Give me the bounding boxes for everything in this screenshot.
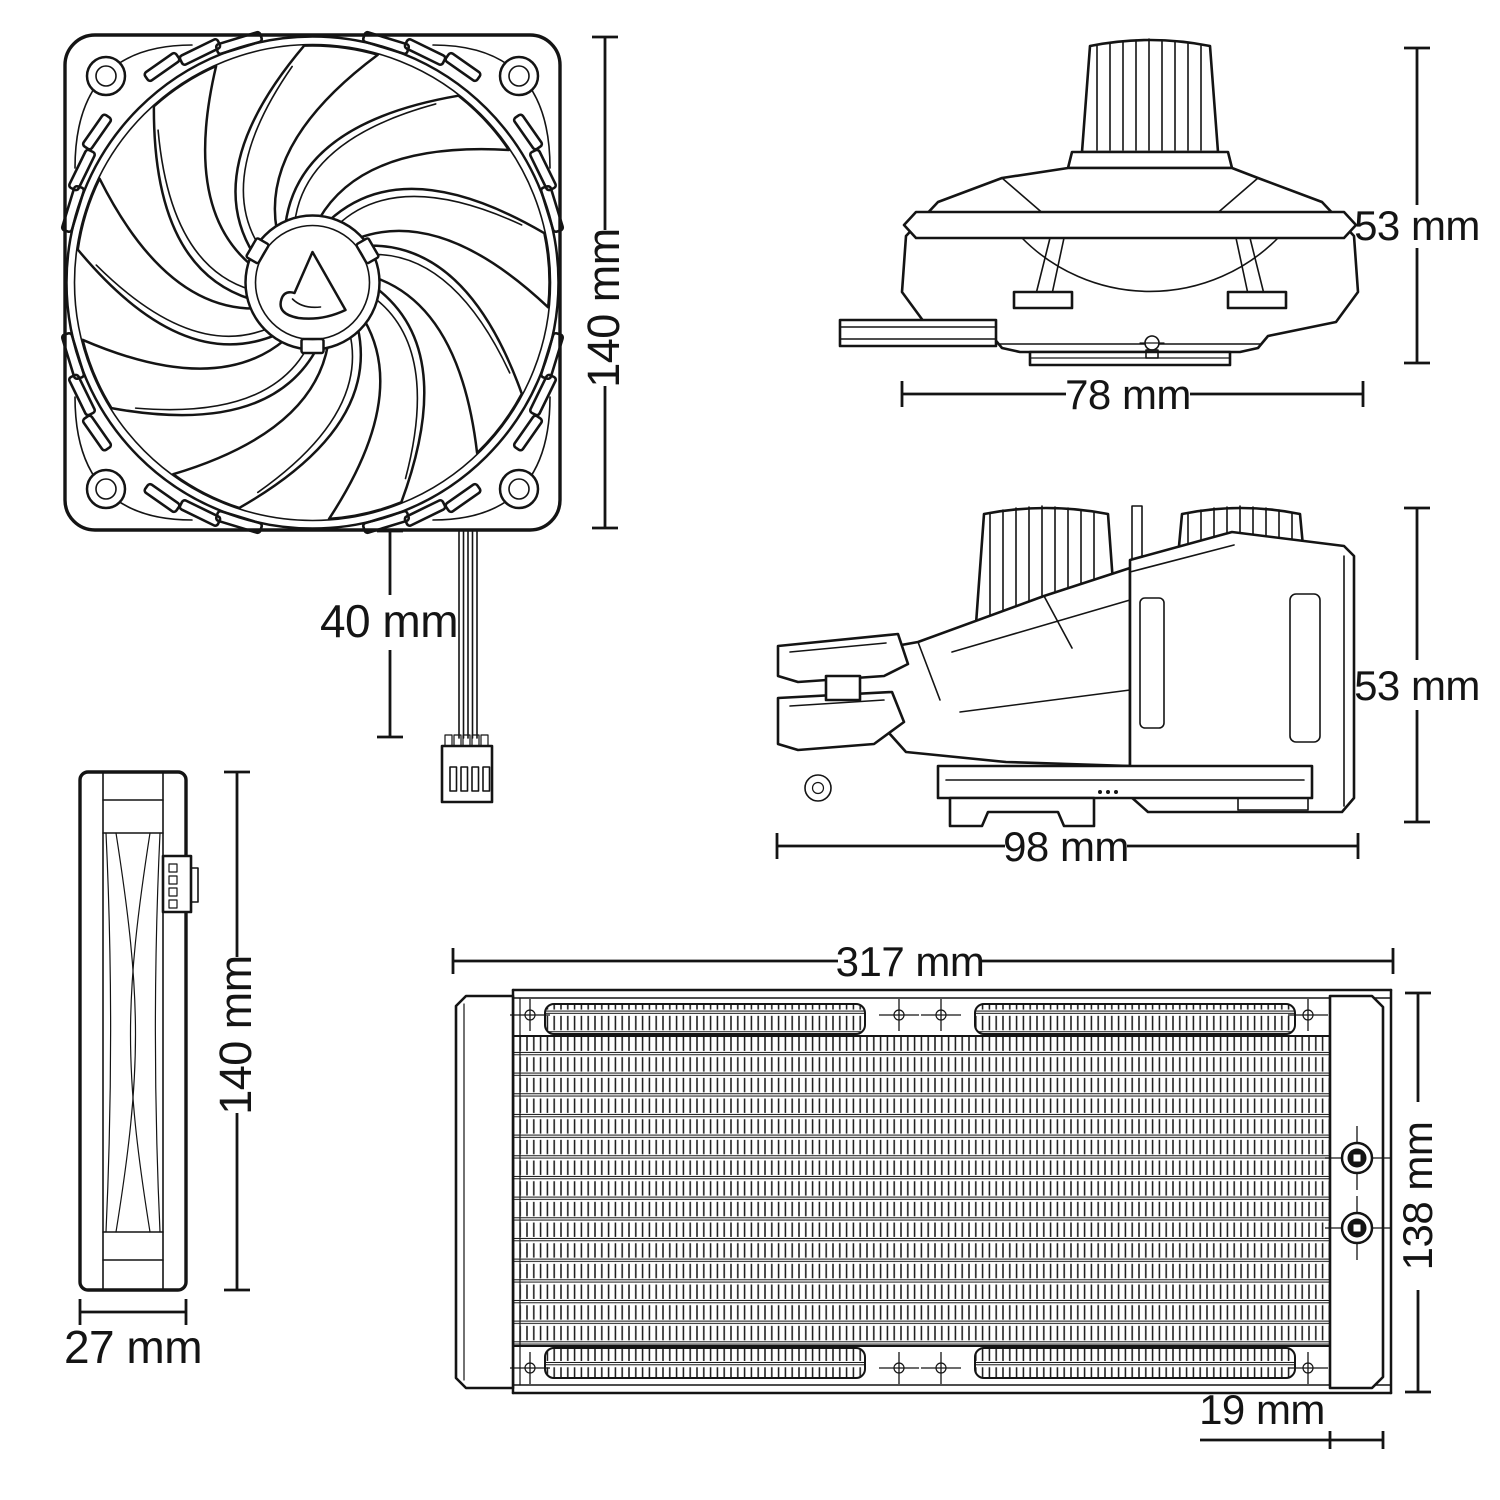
radiator-height-label: 138 mm — [1394, 1122, 1441, 1271]
fan-cable-length-label: 40 mm — [320, 595, 458, 647]
radiator-tank-label: 19 mm — [1199, 1386, 1325, 1433]
dim-pump-side-height: 53 mm — [1354, 506, 1480, 824]
dim-fan-side-thickness: 27 mm — [64, 1299, 203, 1373]
pump-hose-elbows — [776, 632, 910, 802]
dim-fan-cable-length: 40 mm — [320, 529, 459, 739]
fan-corner-screw-holes — [85, 55, 540, 510]
pump-front-height-label: 53 mm — [1354, 202, 1480, 249]
radiator-fin-core — [512, 1035, 1331, 1347]
dim-radiator-length: 317 mm — [451, 938, 1395, 985]
dim-fan-front-height: 140 mm — [578, 35, 629, 530]
dim-pump-front-height: 53 mm — [1354, 46, 1480, 365]
pump-front-width-label: 78 mm — [1065, 371, 1191, 418]
pump-side-height-label: 53 mm — [1354, 662, 1480, 709]
pump-bracket-legs — [1035, 237, 1265, 295]
radiator-length-label: 317 mm — [836, 938, 985, 985]
pump-side-length-label: 98 mm — [1003, 823, 1129, 870]
pump-side-view — [776, 505, 1356, 828]
fan-front-height-label: 140 mm — [578, 228, 629, 388]
radiator-screw-marks — [510, 999, 1328, 1384]
pump-cap-ribs-front — [1096, 38, 1202, 151]
fan-side-connector — [161, 854, 199, 914]
fan-cable — [440, 530, 494, 804]
dim-fan-side-height: 140 mm — [210, 770, 261, 1292]
radiator-mounting-cutouts — [544, 1003, 1296, 1379]
radiator-right-tank — [1328, 994, 1385, 1390]
radiator-view — [454, 988, 1393, 1395]
pump-bottom-screw — [1139, 335, 1165, 359]
fan-hub — [244, 214, 381, 355]
fan-front-view — [50, 20, 566, 537]
fan-side-height-label: 140 mm — [210, 955, 261, 1115]
radiator-left-tank — [454, 994, 515, 1390]
pump-cold-plate-side — [936, 764, 1314, 828]
pump-tube-stub — [838, 318, 998, 348]
pump-front-view — [838, 38, 1360, 367]
radiator-ports — [1325, 1126, 1390, 1260]
dim-pump-front-width: 78 mm — [900, 371, 1365, 418]
fan-side-view — [78, 770, 199, 1292]
fan-cable-connector — [440, 734, 494, 804]
dim-radiator-tank: 19 mm — [1199, 1386, 1385, 1449]
fan-side-thickness-label: 27 mm — [64, 1321, 202, 1373]
dim-radiator-height: 138 mm — [1394, 991, 1441, 1394]
arctic-triangle-logo — [279, 250, 347, 320]
dim-pump-side-length: 98 mm — [775, 823, 1360, 870]
